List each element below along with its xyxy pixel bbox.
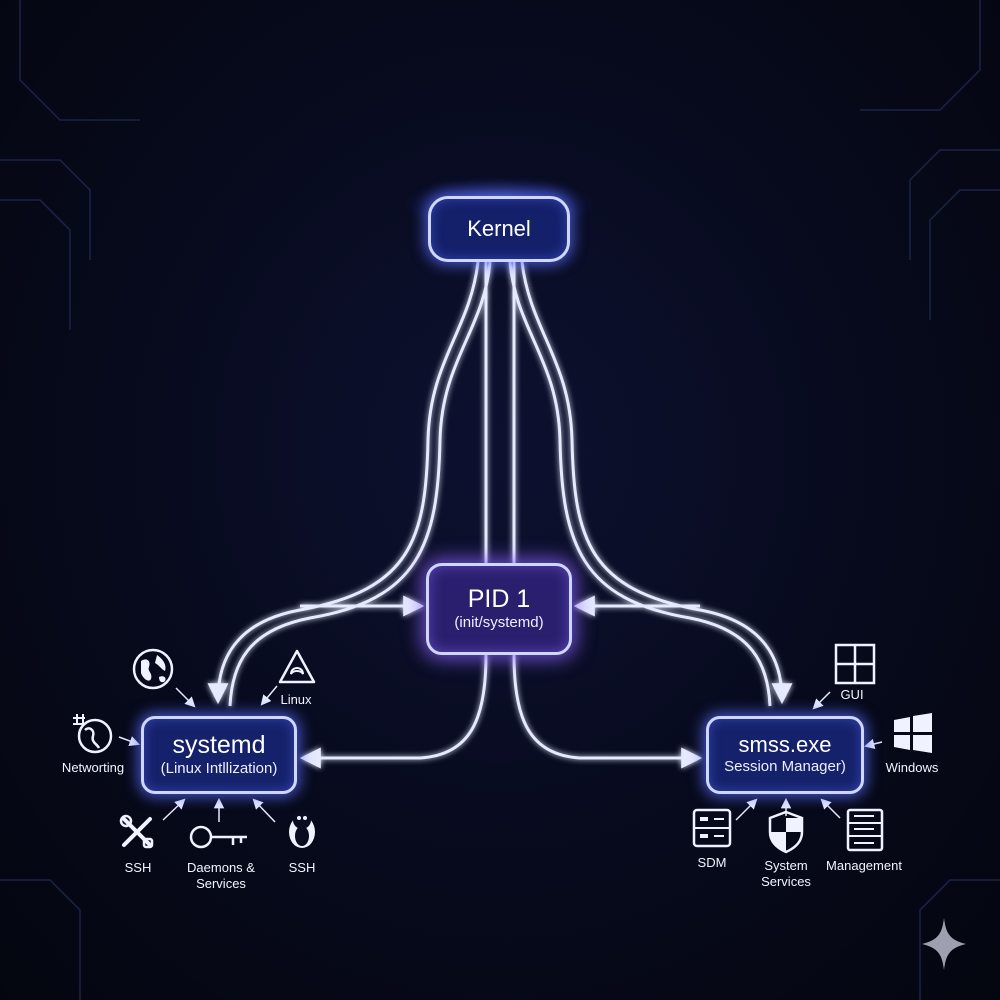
pid1-subtitle: (init/systemd) [454, 613, 543, 633]
system-services-label: System Services [761, 858, 811, 890]
key-icon [189, 823, 251, 851]
sparkle-star-icon [922, 918, 966, 970]
smss-node[interactable]: smss.exe Session Manager) [706, 716, 864, 794]
windows-logo-icon [892, 712, 934, 754]
sdm-label: SDM [698, 855, 727, 871]
server-rack-icon [846, 808, 884, 852]
systemd-node[interactable]: systemd (Linux Intllization) [141, 716, 297, 794]
network-icon [69, 712, 115, 756]
globe-icon [131, 647, 175, 691]
linux-logo-icon [277, 648, 317, 686]
tools-icon [118, 813, 156, 851]
gui-label: GUI [840, 687, 863, 703]
linux-label: Linux [280, 692, 311, 708]
systemd-subtitle: (Linux Intllization) [161, 759, 278, 779]
ssh-label-left: SSH [125, 860, 152, 876]
daemons-label: Daemons & Services [187, 860, 255, 892]
kernel-node[interactable]: Kernel [428, 196, 570, 262]
penguin-icon [285, 808, 319, 850]
kernel-title: Kernel [467, 217, 531, 241]
windows-label: Windows [886, 760, 939, 776]
ssh-label-right: SSH [289, 860, 316, 876]
shield-icon [767, 810, 805, 854]
pid1-smss-arrow [514, 655, 698, 758]
networking-label: Networting [62, 760, 124, 776]
smss-title: smss.exe [739, 733, 832, 757]
pid1-title: PID 1 [468, 585, 531, 613]
pid1-systemd-arrow [304, 655, 486, 758]
pid1-node[interactable]: PID 1 (init/systemd) [426, 563, 572, 655]
smss-subtitle: Session Manager) [724, 757, 846, 777]
window-grid-icon [834, 643, 876, 685]
server-box-icon [692, 808, 732, 848]
management-label: Management [826, 858, 902, 874]
systemd-title: systemd [172, 731, 265, 759]
